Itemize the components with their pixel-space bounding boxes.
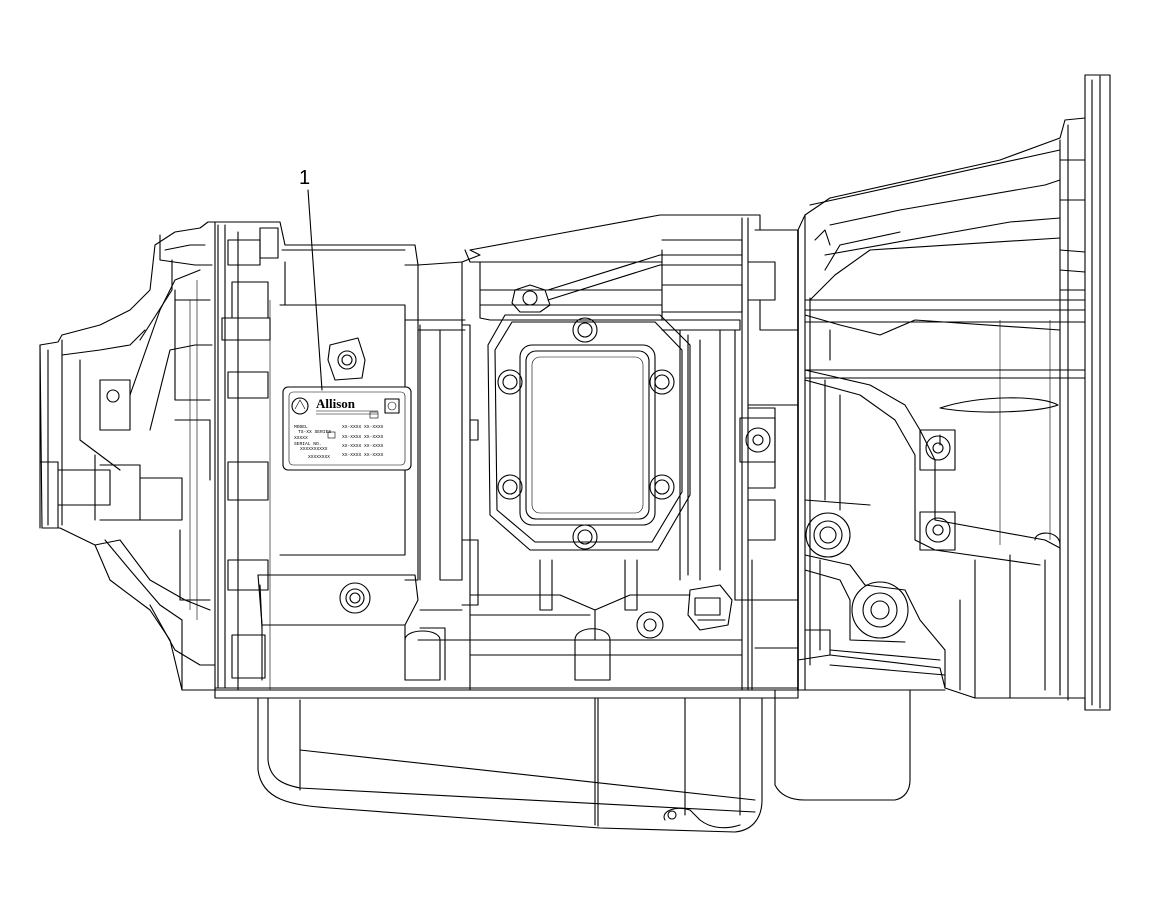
rear-pan-section: [774, 689, 946, 801]
plate-brand: Allison: [316, 396, 356, 411]
plate-right-line: XX-XXXX XX-XXXX: [342, 424, 384, 430]
section-dividers: [797, 214, 811, 691]
plate-left-line: XXXXXXXXXX: [300, 446, 328, 452]
plate-right-line: XX-XXXX XX-XXXX: [342, 434, 384, 440]
converter-housing: [797, 74, 1111, 711]
output-housing: [39, 221, 216, 691]
plate-left-line: MODEL: [294, 424, 308, 430]
plate-left-line: TS-XX SERIES: [298, 429, 331, 435]
plate-right-line: XX-XXXX XX-XXXX: [342, 443, 384, 449]
allison-logo-icon: [291, 397, 309, 415]
plate-left-line: XXXXX: [294, 435, 308, 441]
callout-leader-line: [307, 189, 323, 391]
plate-left-line: SERIAL NO.: [294, 441, 322, 447]
identification-plate: Allison MODEL TS-XX SERIES XXXXX SERIAL …: [282, 386, 412, 471]
callout-label: 1: [299, 167, 310, 189]
plate-right-line: XX-XXXX XX-XXXX: [342, 452, 384, 458]
side-cover: [487, 314, 691, 551]
callout-1: 1: [299, 167, 323, 391]
main-case: [404, 214, 799, 691]
plate-left-line: XXXXXXXX: [308, 454, 330, 460]
oil-pan: [214, 687, 799, 833]
